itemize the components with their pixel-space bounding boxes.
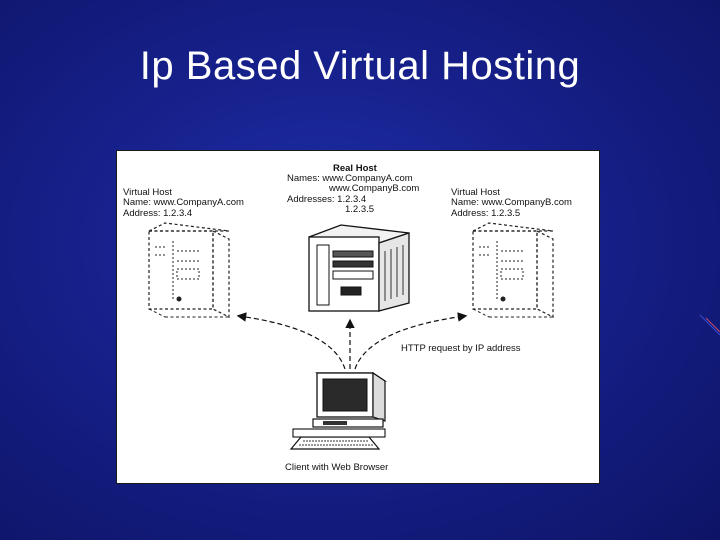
virtual-host-a-heading: Virtual Host — [123, 187, 172, 198]
diagram-drawing — [148, 222, 554, 450]
real-server-icon — [308, 224, 410, 312]
hosting-diagram: Real Host Names: www.CompanyA.com www.Co… — [116, 150, 600, 484]
http-request-label: HTTP request by IP address — [401, 343, 521, 354]
real-host-addresses-2: 1.2.3.5 — [345, 204, 375, 215]
real-host-heading: Real Host — [333, 163, 377, 174]
virtual-host-a-name: Name: www.CompanyA.com — [123, 197, 244, 208]
slide-title: Ip Based Virtual Hosting — [139, 44, 581, 88]
real-host-names: Names: www.CompanyA.com — [287, 173, 413, 184]
real-host-addresses: Addresses: 1.2.3.4 — [287, 194, 367, 205]
virtual-host-a-address: Address: 1.2.3.4 — [123, 208, 193, 219]
virtual-host-b-heading: Virtual Host — [451, 187, 500, 198]
virtual-server-b-icon — [472, 222, 554, 318]
real-host-names-2: www.CompanyB.com — [329, 183, 420, 194]
virtual-server-a-icon — [148, 222, 230, 318]
request-arrows — [236, 312, 468, 370]
virtual-host-b-address: Address: 1.2.3.5 — [451, 208, 521, 219]
client-computer-icon — [289, 371, 387, 450]
virtual-host-b-name: Name: www.CompanyB.com — [451, 197, 572, 208]
client-label: Client with Web Browser — [285, 462, 389, 473]
